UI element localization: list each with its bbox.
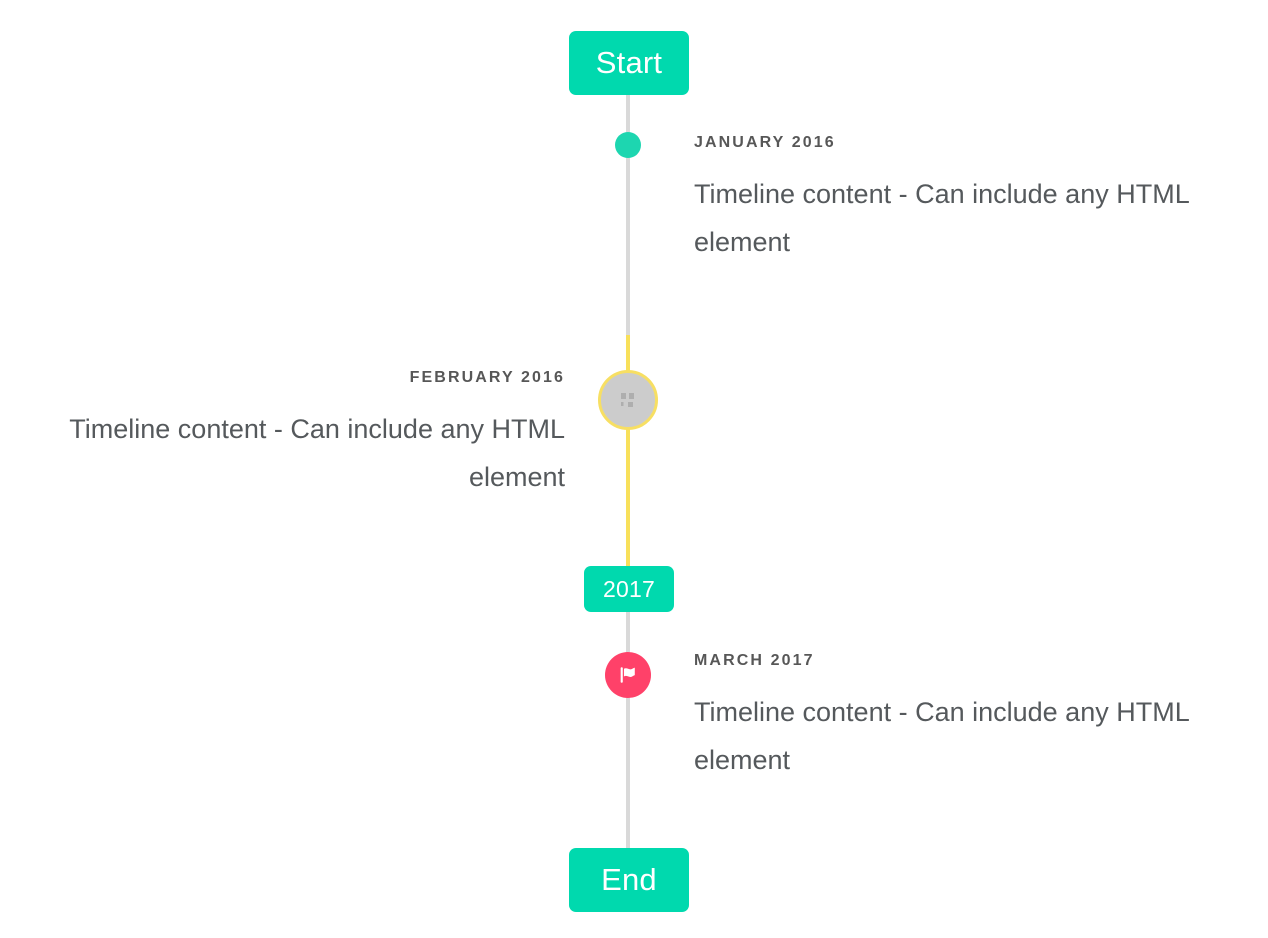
timeline-rail-segment-bottom bbox=[626, 612, 630, 848]
timeline-entry-body: Timeline content - Can include any HTML … bbox=[69, 413, 565, 492]
timeline-entry-date: JANUARY 2016 bbox=[694, 134, 836, 151]
timeline-entry-body: Timeline content - Can include any HTML … bbox=[694, 178, 1189, 257]
timeline-end-badge[interactable]: End bbox=[569, 848, 689, 912]
timeline-end-label: End bbox=[601, 862, 657, 897]
timeline-marker-february[interactable] bbox=[598, 370, 658, 430]
timeline-entry-march: MARCH 2017 Timeline content - Can includ… bbox=[694, 652, 1219, 784]
timeline-start-label: Start bbox=[595, 45, 663, 80]
timeline-marker-january[interactable] bbox=[615, 132, 641, 158]
timeline-entry-date: MARCH 2017 bbox=[694, 652, 815, 669]
timeline-entry-february: FEBRUARY 2016 Timeline content - Can inc… bbox=[40, 369, 565, 501]
timeline-marker-march[interactable] bbox=[605, 652, 651, 698]
timeline-entry-january: JANUARY 2016 Timeline content - Can incl… bbox=[694, 134, 1219, 266]
broken-image-icon bbox=[621, 393, 634, 407]
flag-icon bbox=[620, 667, 635, 683]
timeline-entry-body: Timeline content - Can include any HTML … bbox=[694, 696, 1189, 775]
timeline-rail-segment-accent bbox=[626, 335, 630, 566]
timeline-year-divider-badge[interactable]: 2017 bbox=[584, 566, 674, 612]
timeline-year-divider-label: 2017 bbox=[603, 575, 655, 602]
timeline-entry-date: FEBRUARY 2016 bbox=[409, 369, 565, 386]
timeline-rail-segment-top bbox=[626, 95, 630, 335]
timeline-start-badge[interactable]: Start bbox=[569, 31, 689, 95]
